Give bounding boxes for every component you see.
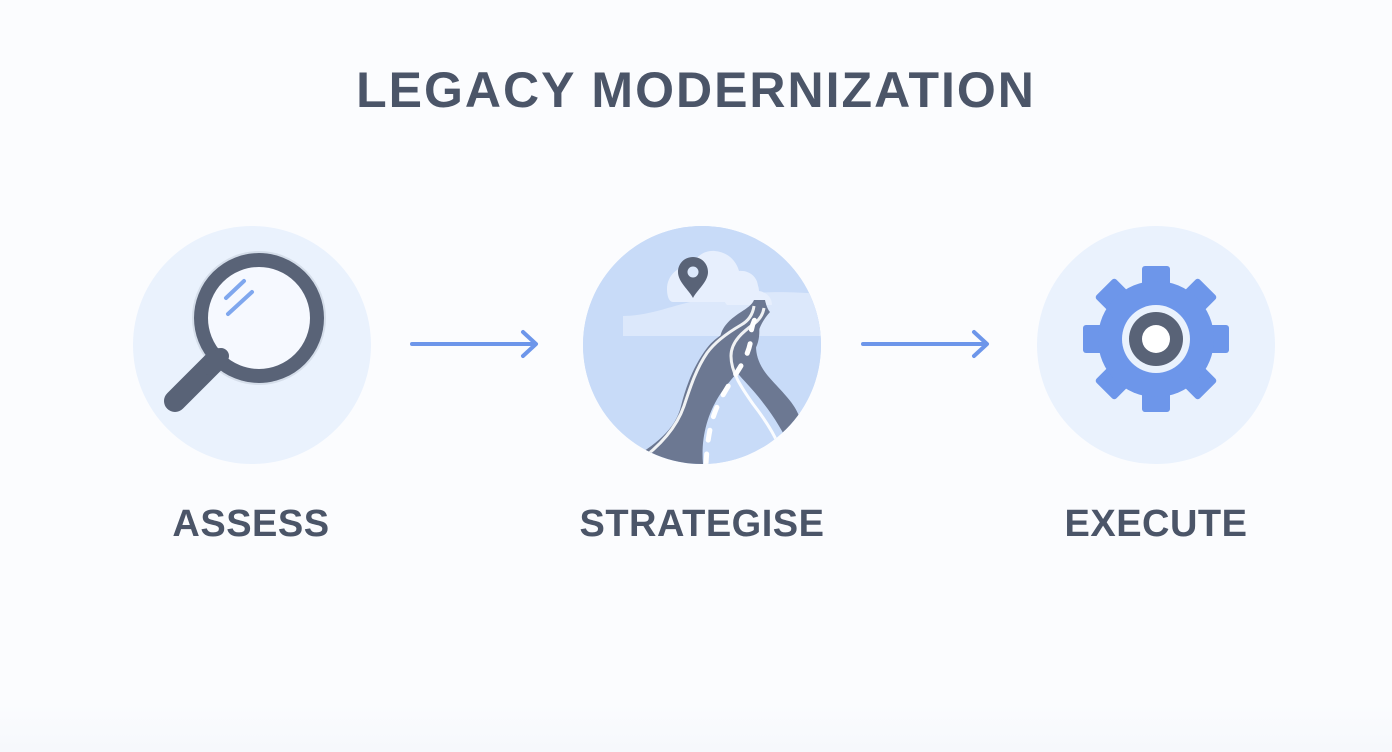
execute-label: EXECUTE	[1064, 503, 1248, 545]
arrow-right-icon	[410, 330, 538, 358]
bottom-shadow	[0, 704, 1392, 752]
assess-step	[133, 226, 371, 464]
gear-icon	[1083, 266, 1229, 412]
strategise-label: STRATEGISE	[579, 503, 825, 545]
diagram-title: LEGACY MODERNIZATION	[356, 62, 1036, 118]
execute-step	[1037, 226, 1275, 464]
strategise-step	[583, 226, 821, 464]
arrow-strategise-to-execute	[861, 328, 1001, 360]
road-map-icon	[583, 226, 821, 464]
arrow-right-icon	[861, 330, 989, 358]
assess-label: ASSESS	[172, 503, 330, 545]
arrow-assess-to-strategise	[410, 328, 550, 360]
magnifying-glass-icon	[164, 251, 326, 412]
